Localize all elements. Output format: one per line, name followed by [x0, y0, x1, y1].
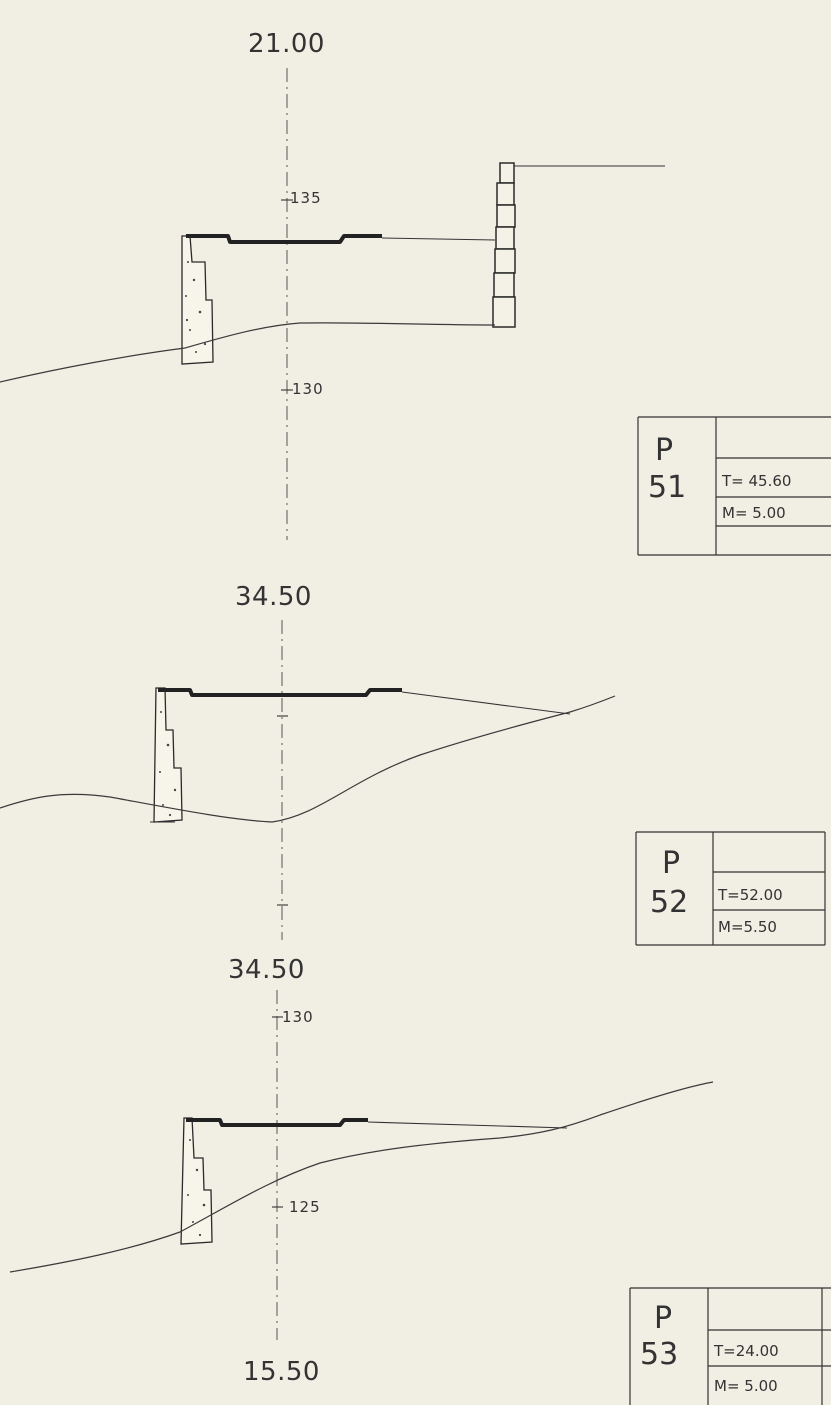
- profile-t-value: T=24.00: [713, 1342, 779, 1360]
- elevation-label: 125: [289, 1198, 321, 1216]
- retaining-wall: [153, 687, 183, 823]
- concrete-texture: [187, 1139, 206, 1237]
- section-p52: 34.50 P 52 T=52.00 M=5.50: [0, 582, 826, 946]
- profile-letter: P: [655, 433, 673, 468]
- road-surface: [158, 688, 402, 697]
- profile-label-box: P 52 T=52.00 M=5.50: [635, 831, 826, 946]
- concrete-texture: [185, 261, 207, 353]
- elevation-label: 135: [290, 189, 322, 207]
- section-p53: 34.50 130 125 15.50 P 53 T=24.00 M= 5.00: [9, 955, 831, 1405]
- profile-label-box: P 53 T=24.00 M= 5.00: [629, 1287, 831, 1405]
- profile-letter: P: [662, 846, 680, 881]
- stone-wall: [492, 162, 516, 328]
- profile-number: 51: [648, 470, 686, 505]
- ground-profile: [0, 322, 496, 383]
- section-width-label: 21.00: [248, 29, 325, 59]
- profile-letter: P: [654, 1301, 672, 1336]
- slope-line: [401, 691, 571, 715]
- profile-m-value: M= 5.00: [714, 1377, 778, 1395]
- ground-profile: [0, 695, 616, 823]
- road-surface: [186, 234, 382, 244]
- profile-m-value: M=5.50: [718, 918, 777, 936]
- profile-number: 52: [650, 885, 688, 920]
- profile-m-value: M= 5.00: [722, 504, 786, 522]
- concrete-texture: [159, 711, 177, 817]
- ground-profile: [9, 1081, 714, 1273]
- road-surface: [186, 1118, 368, 1127]
- retaining-wall: [181, 235, 214, 365]
- section-p51: 21.00 135 130: [0, 29, 831, 556]
- section-width-label: 15.50: [243, 1357, 320, 1387]
- profile-t-value: T=52.00: [717, 886, 783, 904]
- profile-label-box: P 51 T= 45.60 M= 5.00: [637, 416, 831, 556]
- slope-line: [367, 1121, 568, 1129]
- elevation-label: 130: [292, 380, 324, 398]
- retaining-wall: [180, 1117, 213, 1245]
- section-width-label: 34.50: [228, 955, 305, 985]
- elevation-label: 130: [282, 1008, 314, 1026]
- slope-line: [381, 237, 496, 241]
- profile-t-value: T= 45.60: [721, 472, 791, 490]
- section-width-label: 34.50: [235, 582, 312, 612]
- profile-number: 53: [640, 1337, 678, 1372]
